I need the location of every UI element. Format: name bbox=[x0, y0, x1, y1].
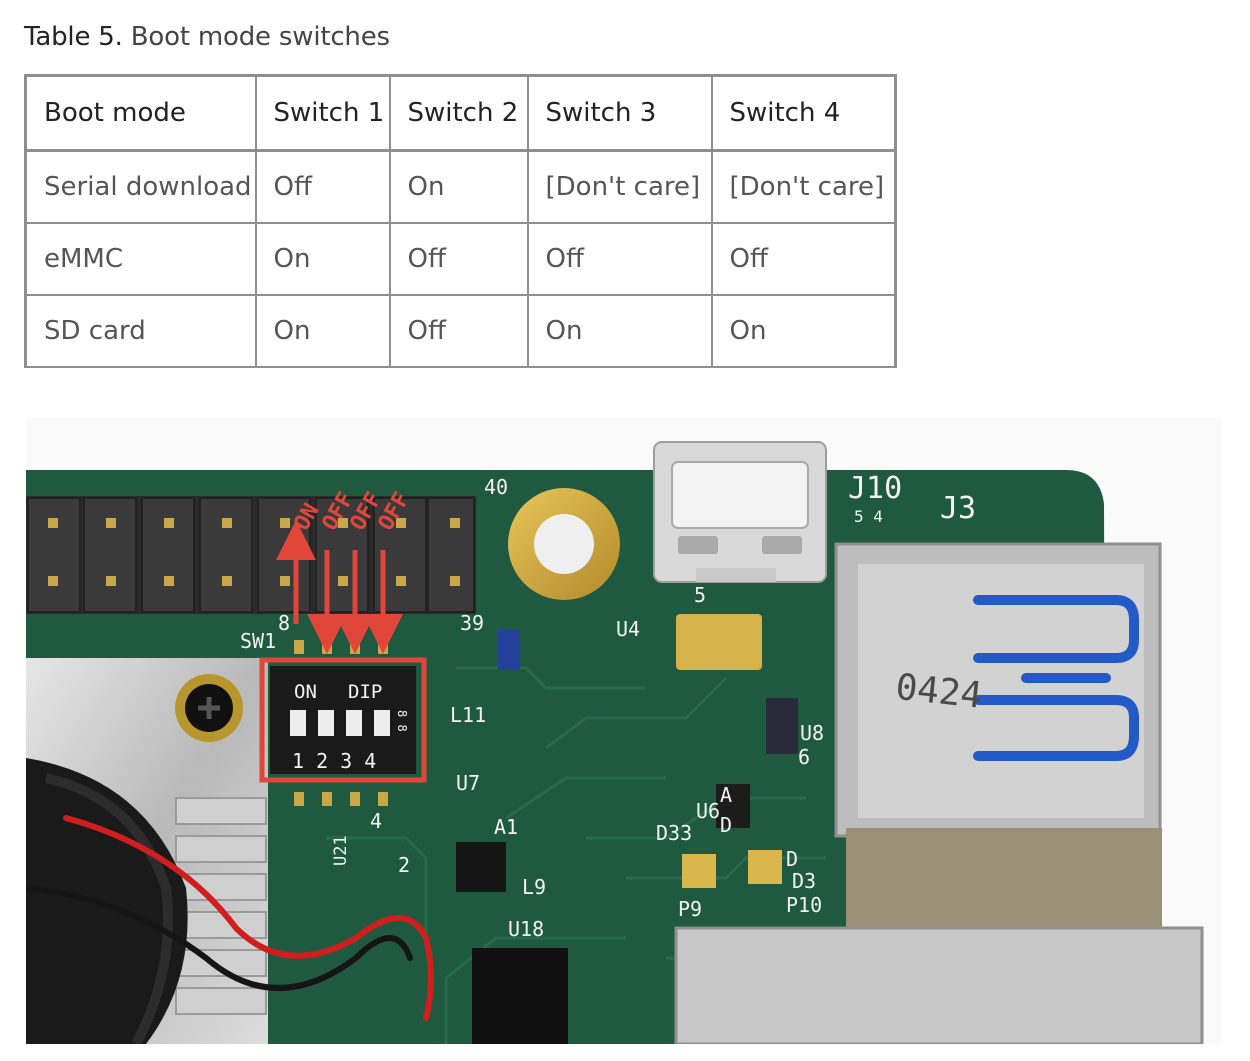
table-row: Serial download Off On [Don't care] [Don… bbox=[24, 149, 897, 224]
u18-label: U18 bbox=[508, 917, 544, 941]
cooling-fan bbox=[26, 758, 188, 1044]
mounting-hole bbox=[175, 674, 243, 742]
j10-pins-label: 5 4 bbox=[854, 507, 883, 526]
table-cell: On bbox=[254, 294, 391, 368]
silkscreen-labels: ON DIP 1 2 3 4 8 8 SW1 8 40 39 L11 U7 A1… bbox=[240, 471, 984, 941]
d33-label: D33 bbox=[656, 821, 692, 845]
row-mode: eMMC bbox=[24, 222, 257, 296]
dip-on-label: ON bbox=[294, 681, 317, 703]
d-right-label: D bbox=[786, 847, 798, 871]
chips bbox=[456, 614, 798, 1044]
fan-wires bbox=[26, 815, 434, 1021]
a-label: A bbox=[720, 783, 732, 807]
p9-label: P9 bbox=[678, 897, 702, 921]
usb-marking-label: 0424 bbox=[894, 667, 985, 717]
l9-label: L9 bbox=[522, 875, 546, 899]
pin2-label: 2 bbox=[398, 853, 410, 877]
j3-label: J3 bbox=[940, 491, 976, 526]
table-cell: [Don't care] bbox=[526, 149, 713, 224]
dip-switch bbox=[259, 640, 427, 806]
d3-label: D3 bbox=[792, 869, 816, 893]
board-photo: ON OFF OFF OFF ON DIP 1 2 3 4 8 8 SW1 8 … bbox=[26, 418, 1222, 1044]
table-cell: On bbox=[388, 149, 529, 224]
header-switch-1: Switch 1 bbox=[254, 74, 391, 152]
header-switch-2: Switch 2 bbox=[388, 74, 529, 152]
dip-side-label: 8 8 bbox=[395, 710, 409, 732]
header-boot-mode: Boot mode bbox=[24, 74, 257, 152]
table-cell: [Don't care] bbox=[710, 149, 897, 224]
d-label: D bbox=[720, 813, 732, 837]
row-mode: SD card bbox=[24, 294, 257, 368]
u4-label: U4 bbox=[616, 617, 640, 641]
sw1-label: SW1 bbox=[240, 629, 276, 653]
table-cell: Off bbox=[388, 294, 529, 368]
pin8-label: 8 bbox=[278, 611, 290, 635]
pin4-label: 4 bbox=[370, 809, 382, 833]
dip-numbers-label: 1 2 3 4 bbox=[292, 749, 376, 773]
table-row: eMMC On Off Off Off bbox=[24, 222, 897, 296]
table-cell: Off bbox=[388, 222, 529, 296]
usb-a-port bbox=[674, 542, 1204, 1044]
table-header-row: Boot mode Switch 1 Switch 2 Switch 3 Swi… bbox=[24, 74, 897, 152]
boot-mode-table: Boot mode Switch 1 Switch 2 Switch 3 Swi… bbox=[24, 74, 897, 368]
u6-label: U6 bbox=[696, 799, 720, 823]
table-cell: Off bbox=[526, 222, 713, 296]
table-cell: On bbox=[526, 294, 713, 368]
caption-title: Boot mode switches bbox=[130, 22, 390, 52]
switch-arrows bbox=[276, 520, 403, 654]
p10-label: P10 bbox=[786, 893, 822, 917]
header-switch-3: Switch 3 bbox=[526, 74, 713, 152]
micro-usb-port bbox=[653, 441, 827, 583]
u8-label: U8 bbox=[800, 721, 824, 745]
j10-label: J10 bbox=[848, 471, 902, 506]
caption-label: Table 5. bbox=[24, 22, 123, 52]
table-cell: Off bbox=[254, 149, 391, 224]
standoff-pad bbox=[508, 488, 620, 600]
table-cell: On bbox=[254, 222, 391, 296]
pin40-label: 40 bbox=[484, 475, 508, 499]
table-cell: On bbox=[710, 294, 897, 368]
dip-dip-label: DIP bbox=[348, 681, 382, 703]
pin5-label: 5 bbox=[694, 583, 706, 607]
table-row: SD card On Off On On bbox=[24, 294, 897, 368]
a1-label: A1 bbox=[494, 815, 518, 839]
pin39-label: 39 bbox=[460, 611, 484, 635]
pin-header bbox=[26, 496, 476, 614]
pin6-label: 6 bbox=[798, 745, 810, 769]
header-switch-4: Switch 4 bbox=[710, 74, 897, 152]
table-caption: Table 5. Boot mode switches bbox=[24, 22, 390, 52]
u21-label: U21 bbox=[331, 835, 351, 866]
l11-label: L11 bbox=[450, 703, 486, 727]
row-mode: Serial download bbox=[24, 149, 257, 224]
u7-label: U7 bbox=[456, 771, 480, 795]
table-cell: Off bbox=[710, 222, 897, 296]
